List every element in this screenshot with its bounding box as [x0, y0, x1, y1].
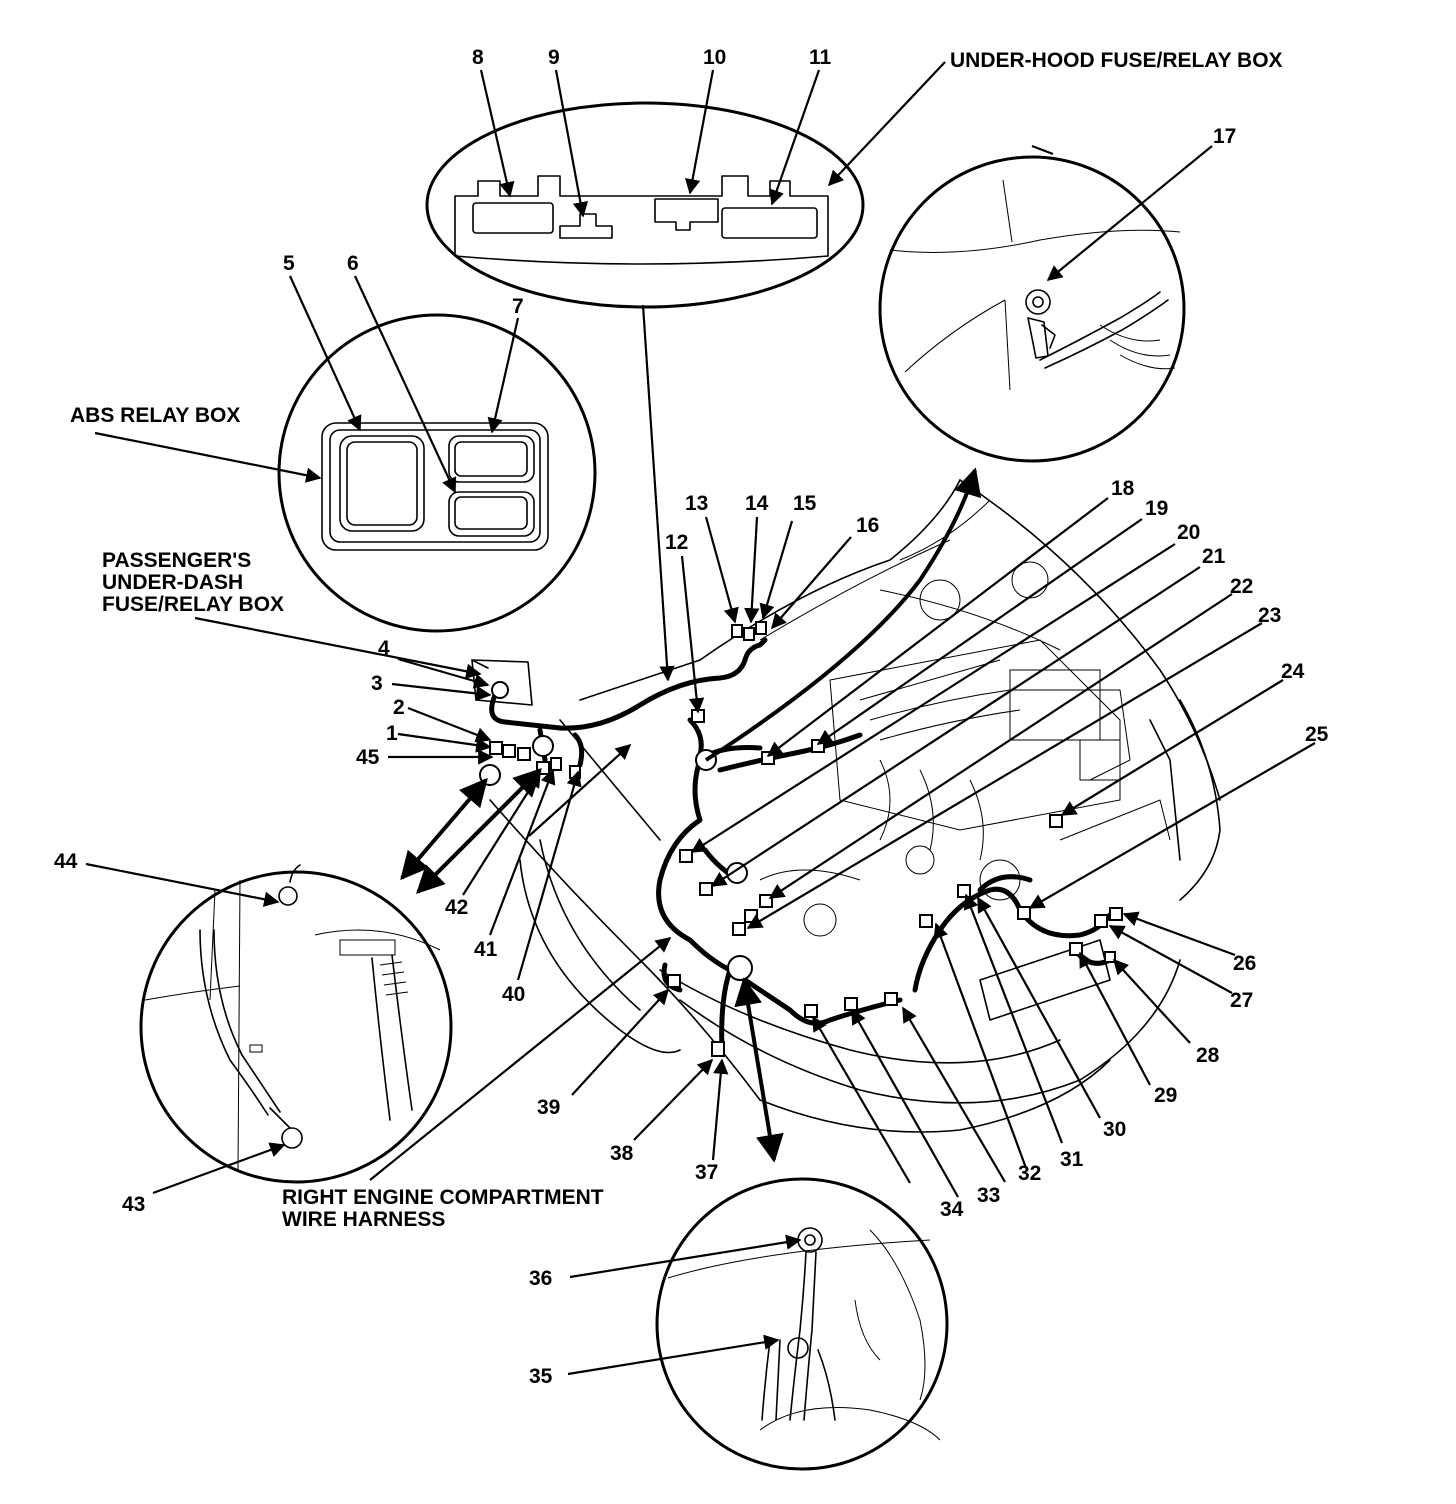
callout-45: 45 — [356, 746, 380, 769]
callout-15: 15 — [793, 492, 817, 515]
callout-12: 12 — [665, 531, 688, 554]
callout-40: 40 — [502, 983, 525, 1006]
harness-caption-line2: WIRE HARNESS — [282, 1208, 445, 1231]
callout-11: 11 — [809, 46, 832, 69]
callout-13: 13 — [685, 492, 708, 515]
callout-31: 31 — [1060, 1148, 1084, 1171]
passenger-box-caption-line3: FUSE/RELAY BOX — [102, 593, 284, 616]
callout-17: 17 — [1213, 125, 1236, 148]
callout-26: 26 — [1233, 952, 1256, 975]
callout-8: 8 — [472, 46, 484, 69]
callout-36: 36 — [529, 1267, 552, 1290]
callout-5: 5 — [283, 252, 295, 275]
callout-32: 32 — [1018, 1162, 1041, 1185]
callout-9: 9 — [548, 46, 560, 69]
harness-caption-line1: RIGHT ENGINE COMPARTMENT — [282, 1186, 604, 1209]
callout-19: 19 — [1145, 497, 1168, 520]
callout-37: 37 — [695, 1161, 718, 1184]
callout-29: 29 — [1154, 1084, 1177, 1107]
abs-relay-box-caption: ABS RELAY BOX — [70, 404, 240, 427]
callout-7: 7 — [512, 295, 524, 318]
callout-27: 27 — [1230, 989, 1253, 1012]
ground-detail-35-36 — [655, 1177, 949, 1471]
callout-44: 44 — [54, 850, 78, 873]
callout-28: 28 — [1196, 1044, 1220, 1067]
callout-1: 1 — [386, 722, 398, 745]
callout-21: 21 — [1202, 545, 1226, 568]
callout-38: 38 — [610, 1142, 634, 1165]
callout-20: 20 — [1177, 521, 1200, 544]
ground-detail-17 — [878, 155, 1186, 463]
callout-3: 3 — [371, 672, 383, 695]
callout-18: 18 — [1111, 477, 1135, 500]
callout-6: 6 — [347, 252, 359, 275]
callout-34: 34 — [940, 1198, 964, 1221]
callout-16: 16 — [856, 514, 879, 537]
callout-33: 33 — [977, 1184, 1000, 1207]
callout-43: 43 — [122, 1193, 145, 1216]
ground-detail-43-44 — [139, 864, 453, 1184]
abs-relay-box-detail — [277, 313, 597, 633]
callout-42: 42 — [445, 896, 468, 919]
callout-24: 24 — [1281, 660, 1305, 683]
under-hood-box-caption: UNDER-HOOD FUSE/RELAY BOX — [950, 49, 1283, 72]
callout-25: 25 — [1305, 723, 1329, 746]
callout-22: 22 — [1230, 575, 1253, 598]
engine-compartment-outline — [489, 479, 1221, 1133]
callout-10: 10 — [703, 46, 726, 69]
callout-30: 30 — [1103, 1118, 1126, 1141]
callout-41: 41 — [474, 938, 498, 961]
connectors — [471, 621, 1123, 1057]
callout-35: 35 — [529, 1365, 553, 1388]
passenger-box-caption-line2: UNDER-DASH — [102, 571, 243, 594]
callout-2: 2 — [393, 696, 405, 719]
wire-harness — [479, 637, 1113, 1053]
callout-numbers: 1 2 3 4 5 6 7 8 9 10 11 12 13 14 15 16 1… — [54, 46, 1329, 1388]
callout-23: 23 — [1258, 604, 1281, 627]
callout-39: 39 — [537, 1096, 560, 1119]
passenger-box-caption-line1: PASSENGER'S — [102, 549, 251, 572]
callout-14: 14 — [745, 492, 769, 515]
callout-4: 4 — [378, 637, 390, 660]
leader-lines — [85, 61, 1316, 1376]
under-hood-box-detail — [425, 101, 865, 309]
